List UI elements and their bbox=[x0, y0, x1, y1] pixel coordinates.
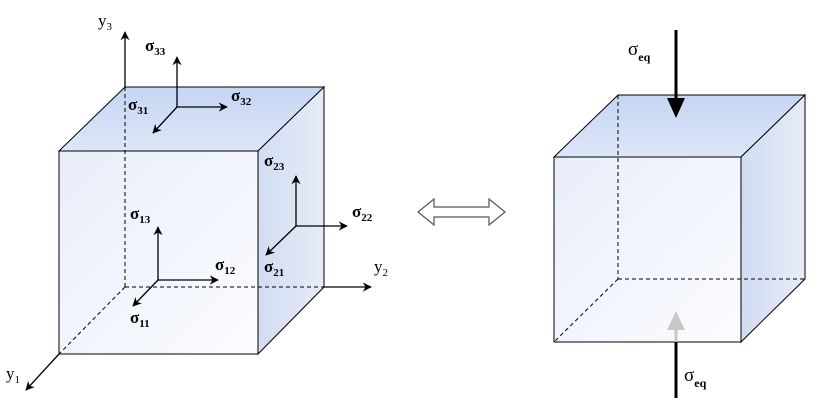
sigma-21-label: σ21 bbox=[264, 257, 284, 279]
double-arrow-icon bbox=[417, 197, 506, 227]
left-cube-hidden-edge-depth bbox=[58, 286, 126, 355]
sigma-13-label: σ13 bbox=[130, 204, 151, 226]
front-face-stress-triad bbox=[132, 226, 219, 307]
sigma-12-label: σ12 bbox=[215, 255, 236, 277]
left-stress-cube: y3 y2 y1 σ33 σ32 σ31 σ13 σ12 σ11 σ23 σ22… bbox=[6, 11, 388, 391]
axis-y1-line bbox=[25, 353, 60, 391]
sigma-33-label: σ33 bbox=[145, 36, 166, 58]
top-sigma-eq-label: σeq bbox=[628, 39, 651, 64]
side-face-stress-triad bbox=[265, 175, 348, 256]
axis-y1-label: y1 bbox=[6, 364, 20, 386]
bottom-sigma-eq-label: σeq bbox=[684, 365, 707, 390]
top-face-stress-triad bbox=[152, 56, 228, 134]
sigma-11-label: σ11 bbox=[130, 308, 150, 330]
right-equivalent-cube: σeq σeq bbox=[552, 30, 807, 398]
top-load-arrow-head bbox=[667, 98, 685, 118]
right-cube-hidden-edge-depth bbox=[553, 278, 619, 343]
axis-y3-label: y3 bbox=[98, 11, 113, 33]
sigma-32-label: σ32 bbox=[231, 86, 252, 108]
sigma-23-label: σ23 bbox=[264, 151, 285, 173]
sigma-22-label: σ22 bbox=[352, 202, 373, 224]
bottom-load-arrow-head bbox=[667, 311, 685, 330]
axis-y2-label: y2 bbox=[374, 257, 388, 279]
sigma-31-label: σ31 bbox=[128, 95, 148, 117]
